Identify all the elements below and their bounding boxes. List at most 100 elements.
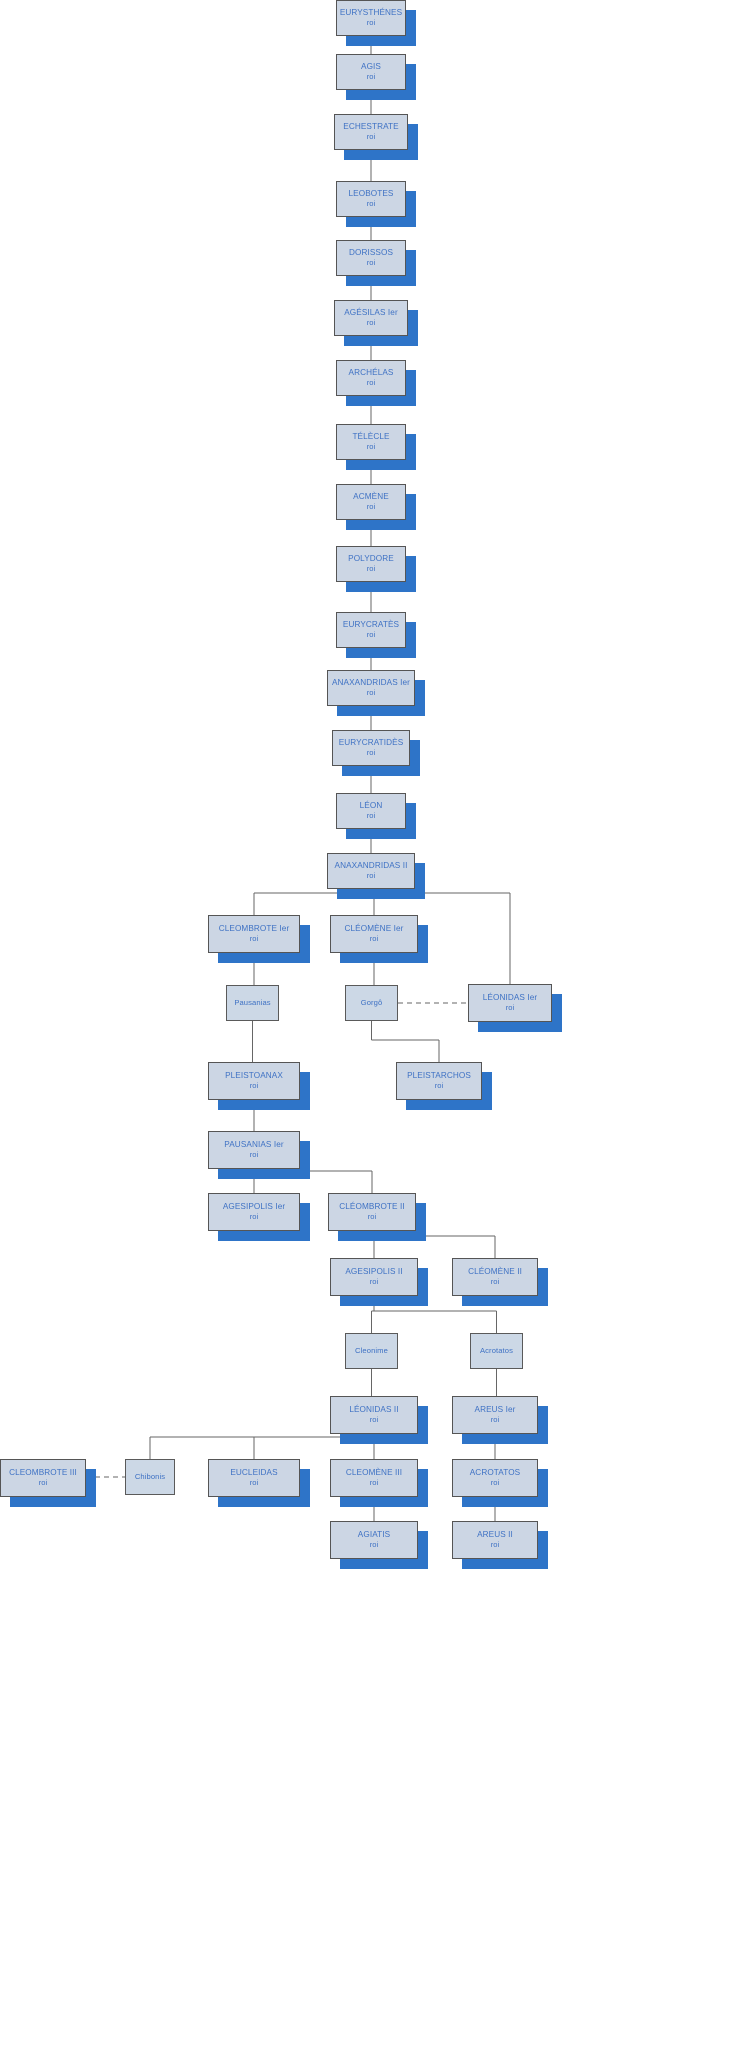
person-role: roi [369, 1414, 379, 1424]
person-node-acrotatos_m[interactable]: Acrotatos [470, 1333, 523, 1369]
person-role: roi [366, 71, 376, 81]
person-name: CLEOMBROTE Ier [218, 924, 290, 934]
person-name: AGIATIS [357, 1530, 391, 1540]
person-role: roi [369, 1477, 379, 1487]
person-role: roi [366, 870, 376, 880]
person-name: LÉONIDAS II [349, 1405, 399, 1415]
person-role: roi [505, 1002, 515, 1012]
person-name: ACROTATOS [469, 1468, 521, 1478]
person-role: roi [369, 933, 379, 943]
person-name: CLÉOMBROTE II [339, 1202, 405, 1212]
person-name: ANAXANDRIDAS Ier [331, 678, 411, 688]
person-role: roi [366, 810, 376, 820]
person-name: ACMÈNE [353, 492, 389, 502]
person-role: roi [366, 317, 376, 327]
person-name: AREUS II [477, 1530, 513, 1540]
person-role: roi [490, 1477, 500, 1487]
person-role: roi [434, 1080, 444, 1090]
person-name: EURYCRATIDÈS [338, 738, 404, 748]
person-name: ANAXANDRIDAS II [334, 861, 408, 871]
person-role: roi [366, 747, 376, 757]
person-name: AGÉSILAS Ier [344, 308, 398, 318]
person-role: roi [249, 1477, 259, 1487]
person-name: EUCLEIDAS [230, 1468, 278, 1478]
person-name: EURYCRATÈS [342, 620, 400, 630]
person-role: roi [366, 198, 376, 208]
person-role: roi [366, 501, 376, 511]
person-name: AGESIPOLIS II [345, 1267, 403, 1277]
person-role: roi [369, 1276, 379, 1286]
person-role: roi [366, 629, 376, 639]
person-name: CLEOMÈNE III [345, 1468, 403, 1478]
person-name: AGIS [361, 62, 381, 72]
person-name: PLEISTARCHOS [407, 1071, 471, 1081]
person-role: roi [249, 1149, 259, 1159]
person-name: Pausanias [234, 997, 271, 1007]
person-role: roi [490, 1414, 500, 1424]
person-role: roi [366, 441, 376, 451]
person-name: AREUS Ier [474, 1405, 516, 1415]
person-name: CLÉOMÈNE II [468, 1267, 522, 1277]
person-name: DORISSOS [348, 248, 394, 258]
person-name: EURYSTHÉNES [339, 8, 403, 18]
person-role: roi [249, 933, 259, 943]
person-name: AGESIPOLIS Ier [222, 1202, 286, 1212]
person-name: Acrotatos [480, 1345, 513, 1355]
person-role: roi [366, 17, 376, 27]
person-node-gorgo[interactable]: Gorgô [345, 985, 398, 1021]
person-role: roi [490, 1539, 500, 1549]
person-role: roi [38, 1477, 48, 1487]
person-name: Gorgô [360, 997, 383, 1007]
person-role: roi [366, 377, 376, 387]
person-name: POLYDORE [348, 554, 394, 564]
person-name: TÉLÈCLE [352, 432, 390, 442]
person-name: Cleonime [355, 1345, 388, 1355]
person-node-cleonime[interactable]: Cleonime [345, 1333, 398, 1369]
person-name: LÉONIDAS Ier [482, 993, 538, 1003]
person-role: roi [366, 257, 376, 267]
person-name: CLEOMBROTE III [9, 1468, 77, 1478]
person-role: roi [490, 1276, 500, 1286]
person-name: ECHESTRATE [343, 122, 399, 132]
person-name: Chibonis [134, 1471, 166, 1481]
person-role: roi [366, 687, 376, 697]
person-name: PLEISTOANAX [225, 1071, 283, 1081]
person-node-chibonis[interactable]: Chibonis [125, 1459, 175, 1495]
person-node-pausanias_m[interactable]: Pausanias [226, 985, 279, 1021]
person-name: LÉON [359, 801, 383, 811]
